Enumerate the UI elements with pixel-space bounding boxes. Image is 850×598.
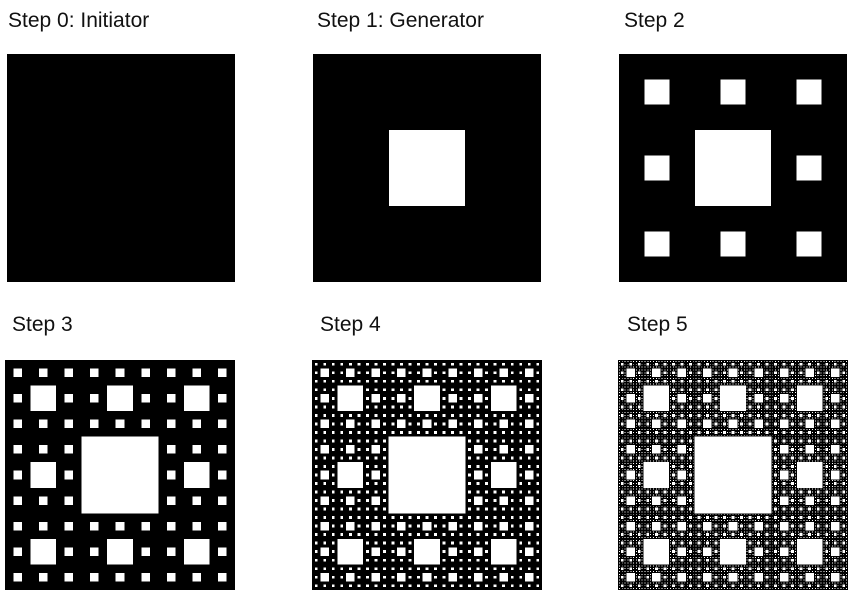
panel-label: Step 5 — [627, 313, 688, 336]
panel-label: Step 1: Generator — [317, 9, 484, 32]
carpet-holes — [13, 368, 227, 582]
carpet-holes — [314, 362, 540, 588]
carpet-holes — [644, 79, 822, 257]
carpet-square — [619, 54, 847, 282]
carpet-step-0 — [7, 54, 235, 282]
carpet-square — [313, 54, 541, 282]
carpet-step-1 — [313, 54, 541, 282]
carpet-step-2 — [619, 54, 847, 282]
carpet-square — [618, 360, 848, 590]
panel-label: Step 0: Initiator — [8, 9, 150, 32]
carpet-square — [312, 360, 542, 590]
carpet-step-5 — [618, 360, 848, 590]
panel-label: Step 3 — [12, 313, 73, 336]
carpet-holes — [389, 130, 465, 206]
carpet-step-3 — [5, 360, 235, 590]
carpet-square — [7, 54, 235, 282]
carpet-holes — [618, 360, 848, 590]
panel-label: Step 2 — [624, 9, 685, 32]
carpet-step-4 — [312, 360, 542, 590]
panel-label: Step 4 — [320, 313, 381, 336]
carpet-square — [5, 360, 235, 590]
